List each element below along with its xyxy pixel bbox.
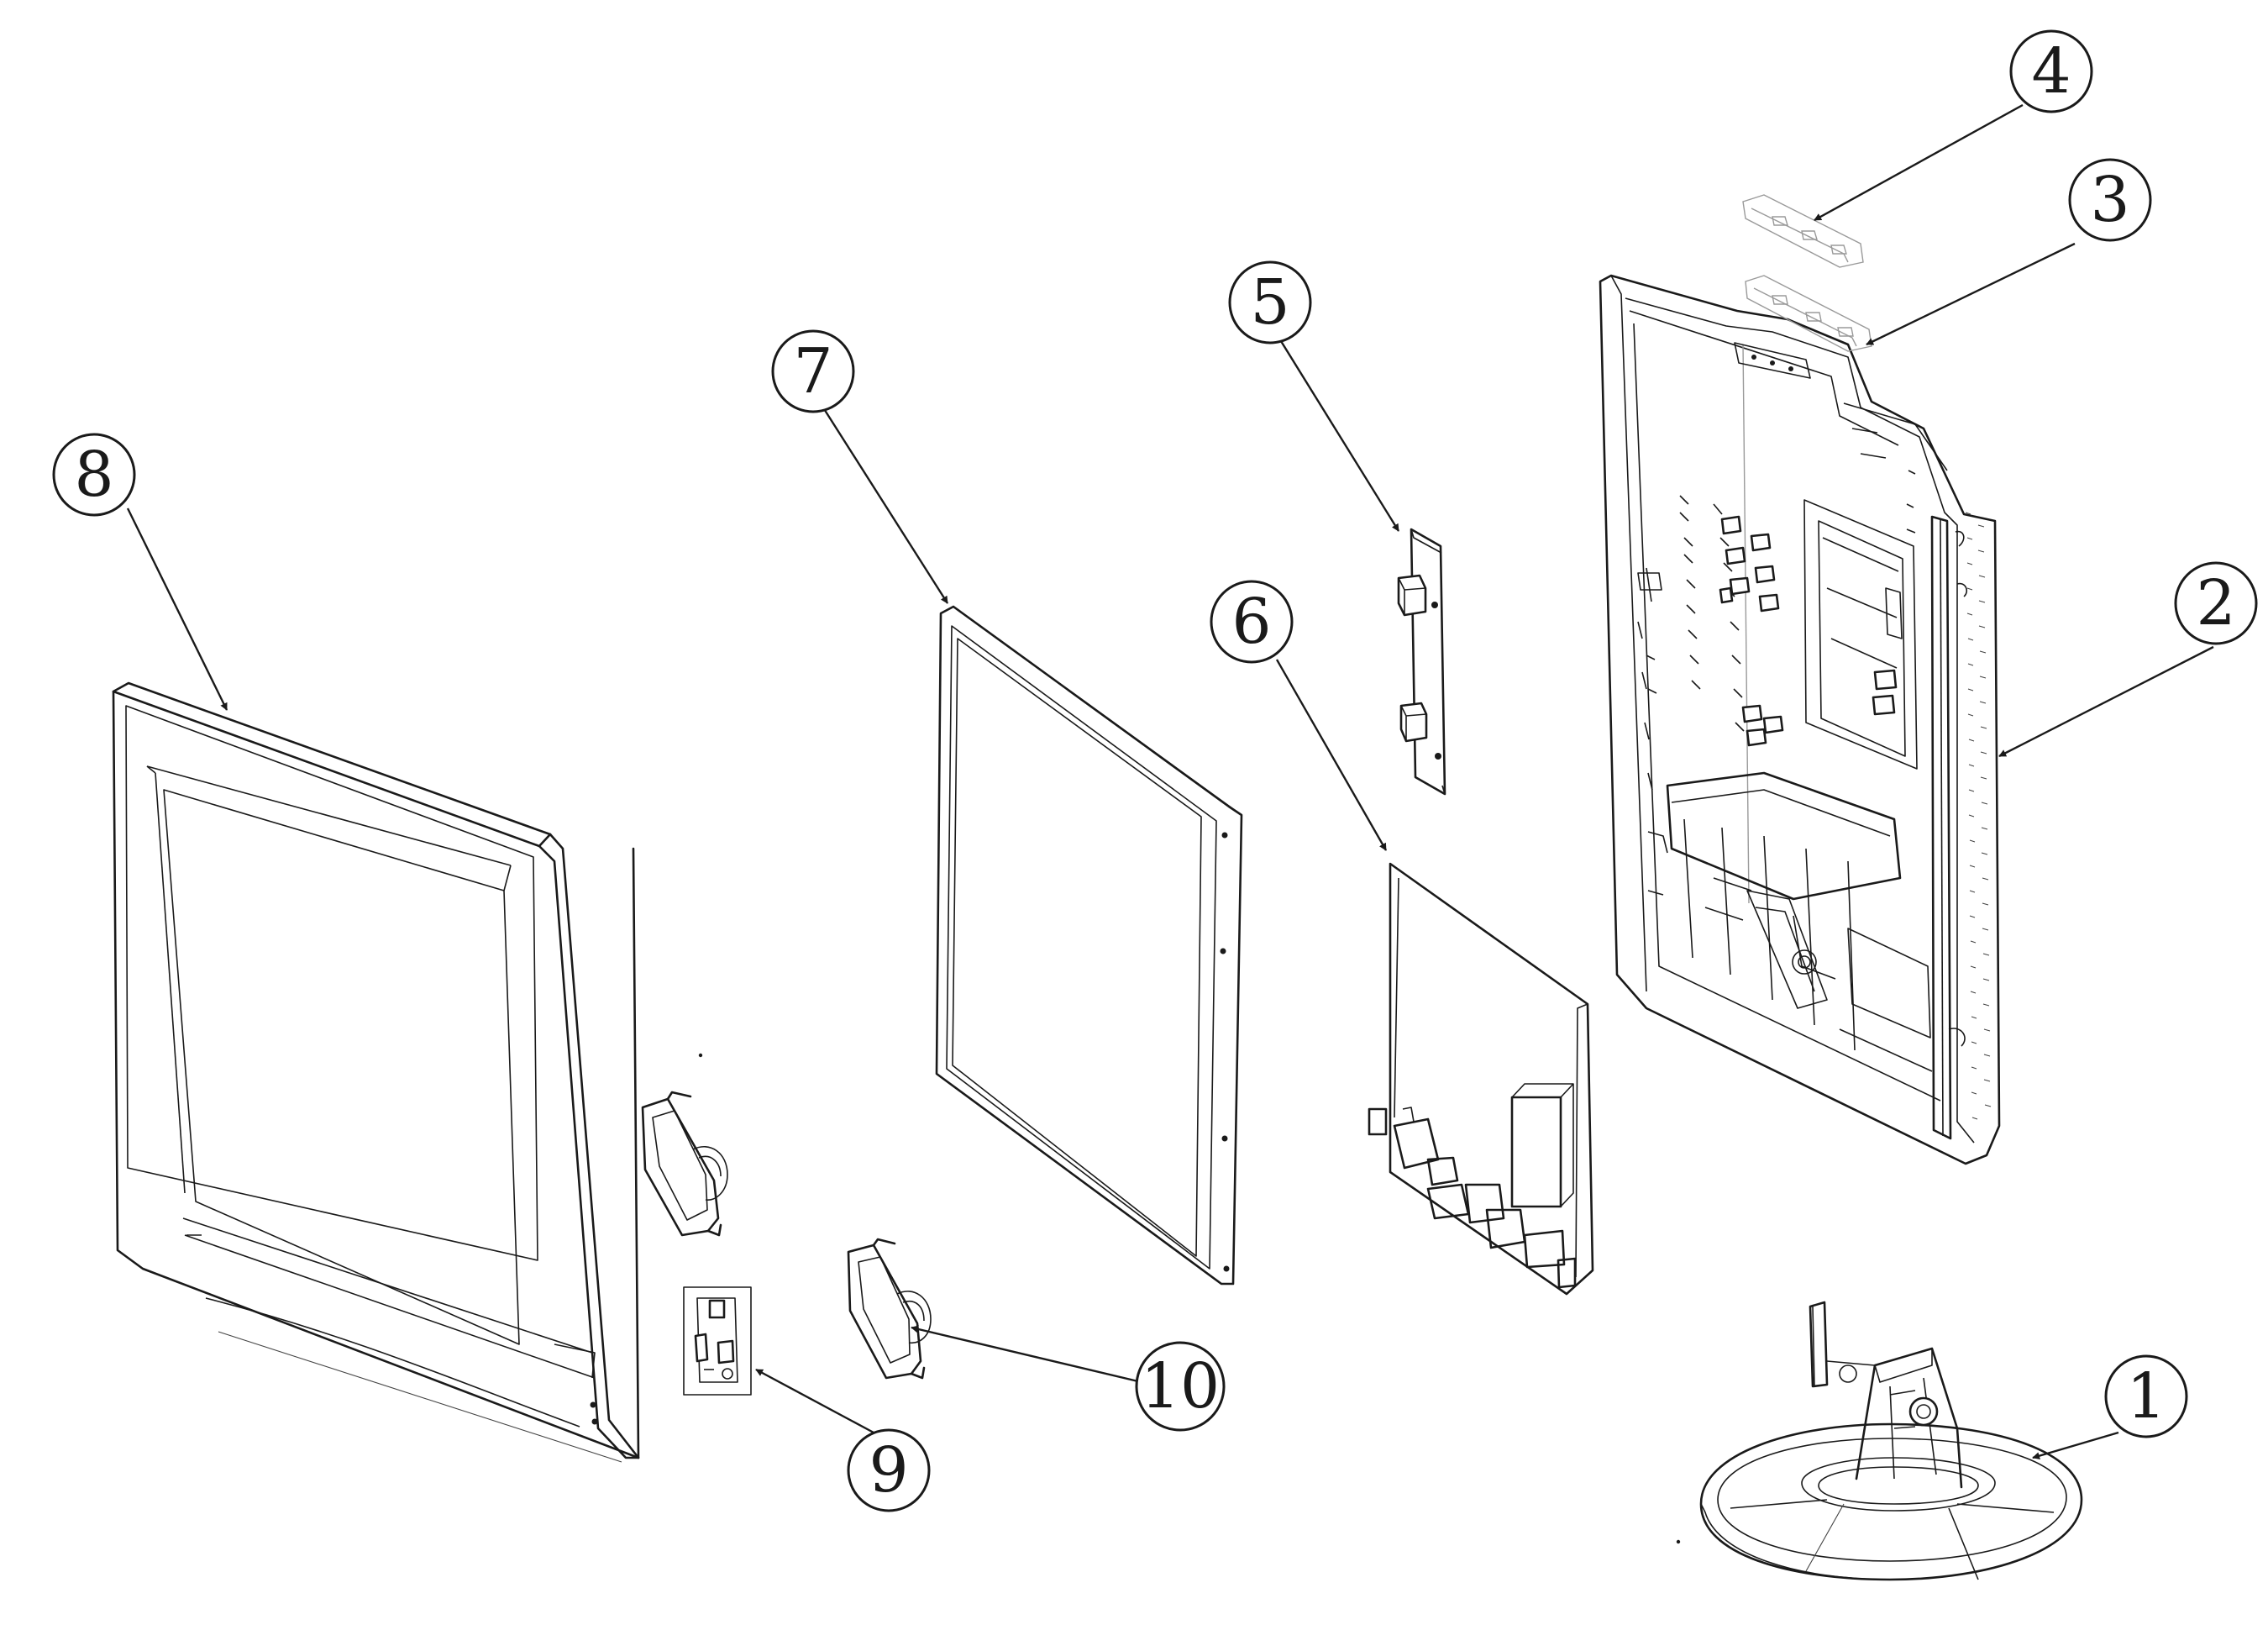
callout-8-label: 8 — [74, 439, 113, 511]
callout-6-label: 6 — [1231, 586, 1271, 658]
leader-9 — [755, 1368, 874, 1434]
callout-7: 7 — [771, 329, 855, 413]
callout-2-label: 2 — [2196, 567, 2235, 639]
speaker-left-part — [641, 1053, 728, 1237]
callout-2: 2 — [2174, 561, 2258, 645]
leader-1 — [2032, 1431, 2119, 1460]
callout-1: 1 — [2104, 1354, 2188, 1438]
leader-8 — [126, 507, 228, 711]
button-strip-part — [1742, 194, 1864, 268]
leader-6 — [1275, 659, 1388, 851]
callout-10: 10 — [1135, 1341, 1226, 1432]
callout-4-label: 4 — [2031, 35, 2071, 108]
callout-5-label: 5 — [1250, 266, 1289, 339]
callout-1-label: 1 — [2126, 1360, 2166, 1433]
leader-2 — [1998, 645, 2214, 758]
stand-part — [1676, 1301, 2083, 1581]
callout-9: 9 — [847, 1428, 931, 1512]
callout-6: 6 — [1210, 580, 1294, 664]
callout-7-label: 7 — [793, 335, 832, 407]
front-bezel-part — [112, 681, 640, 1463]
callout-5: 5 — [1228, 260, 1312, 344]
leader-3 — [1866, 242, 2076, 346]
callout-leaders — [126, 103, 2214, 1460]
back-cover-part — [1599, 274, 2001, 1165]
main-board-part — [1368, 862, 1594, 1296]
leader-5 — [1275, 334, 1400, 532]
button-frame-part — [1745, 275, 1872, 352]
callout-10-label: 10 — [1141, 1350, 1220, 1422]
lcd-panel-part — [935, 605, 1243, 1286]
key-board-part — [1397, 528, 1446, 796]
switch-board-part — [683, 1286, 752, 1396]
callout-3-label: 3 — [2090, 164, 2129, 236]
callout-8: 8 — [52, 433, 136, 517]
leader-10 — [911, 1325, 1160, 1388]
leader-4 — [1814, 103, 2024, 222]
callout-3: 3 — [2068, 158, 2152, 242]
callout-9-label: 9 — [869, 1434, 908, 1506]
leader-7 — [820, 404, 949, 604]
speaker-right-part — [847, 1238, 932, 1380]
callout-4: 4 — [2009, 29, 2093, 113]
